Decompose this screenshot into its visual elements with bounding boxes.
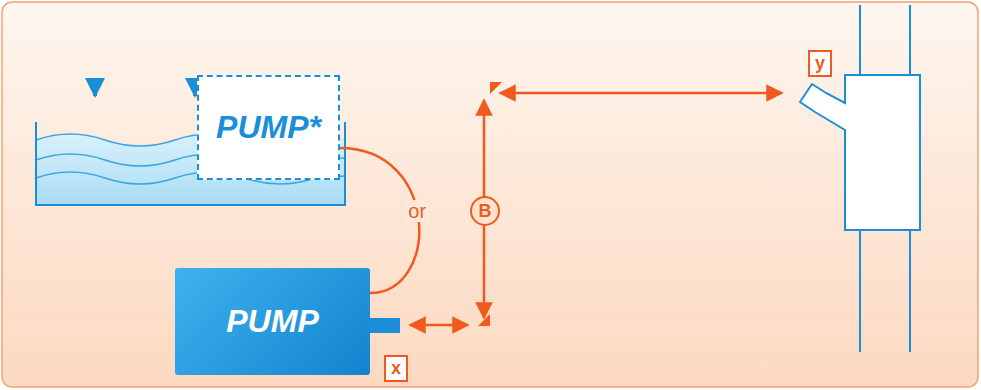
dashed-pump-box: PUMP* xyxy=(197,75,340,180)
pump-outlet xyxy=(368,318,400,333)
pump-box: PUMP xyxy=(175,268,370,375)
pump-label: PUMP xyxy=(226,303,318,340)
pump-label: PUMP* xyxy=(216,109,321,146)
pipe-fitting xyxy=(800,5,920,352)
dimension-letter: B xyxy=(470,196,500,226)
callout-letter: y xyxy=(808,50,832,77)
callout-letter: x xyxy=(384,355,408,382)
dimension-lines xyxy=(410,93,782,325)
connector-label: or xyxy=(405,200,429,222)
